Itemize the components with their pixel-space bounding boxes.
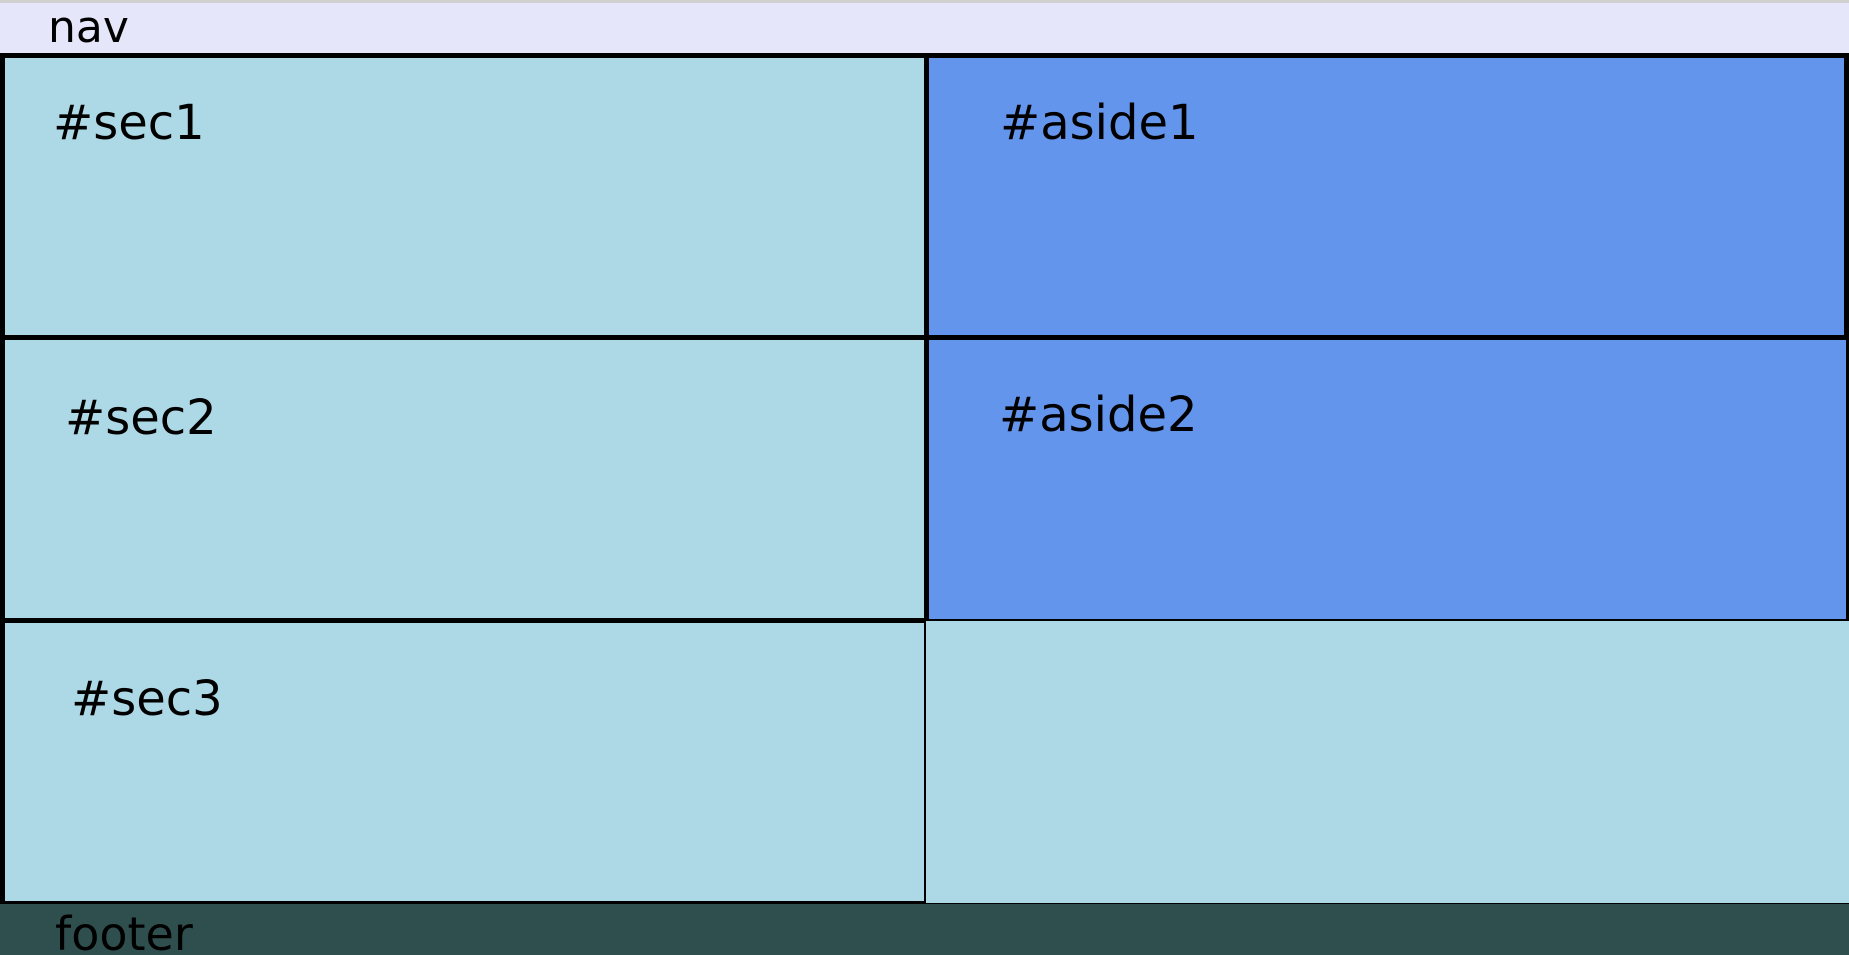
section-sec2: #sec2 — [0, 335, 929, 623]
section-sec1: #sec1 — [0, 53, 929, 340]
footer-label: footer — [55, 907, 193, 955]
aside-aside1: #aside1 — [924, 53, 1849, 340]
aside-aside1-label: #aside1 — [1000, 95, 1199, 151]
section-sec2-label: #sec2 — [65, 390, 217, 446]
nav-label: nav — [48, 2, 129, 53]
section-sec3-label: #sec3 — [71, 671, 223, 727]
empty-grid-cell — [924, 621, 1849, 905]
nav-bar: nav — [0, 0, 1849, 53]
section-sec1-label: #sec1 — [53, 95, 205, 151]
footer-bar: footer — [0, 904, 1849, 955]
section-sec3: #sec3 — [0, 618, 929, 906]
aside-aside2-label: #aside2 — [999, 387, 1198, 443]
aside-aside2: #aside2 — [924, 335, 1849, 621]
